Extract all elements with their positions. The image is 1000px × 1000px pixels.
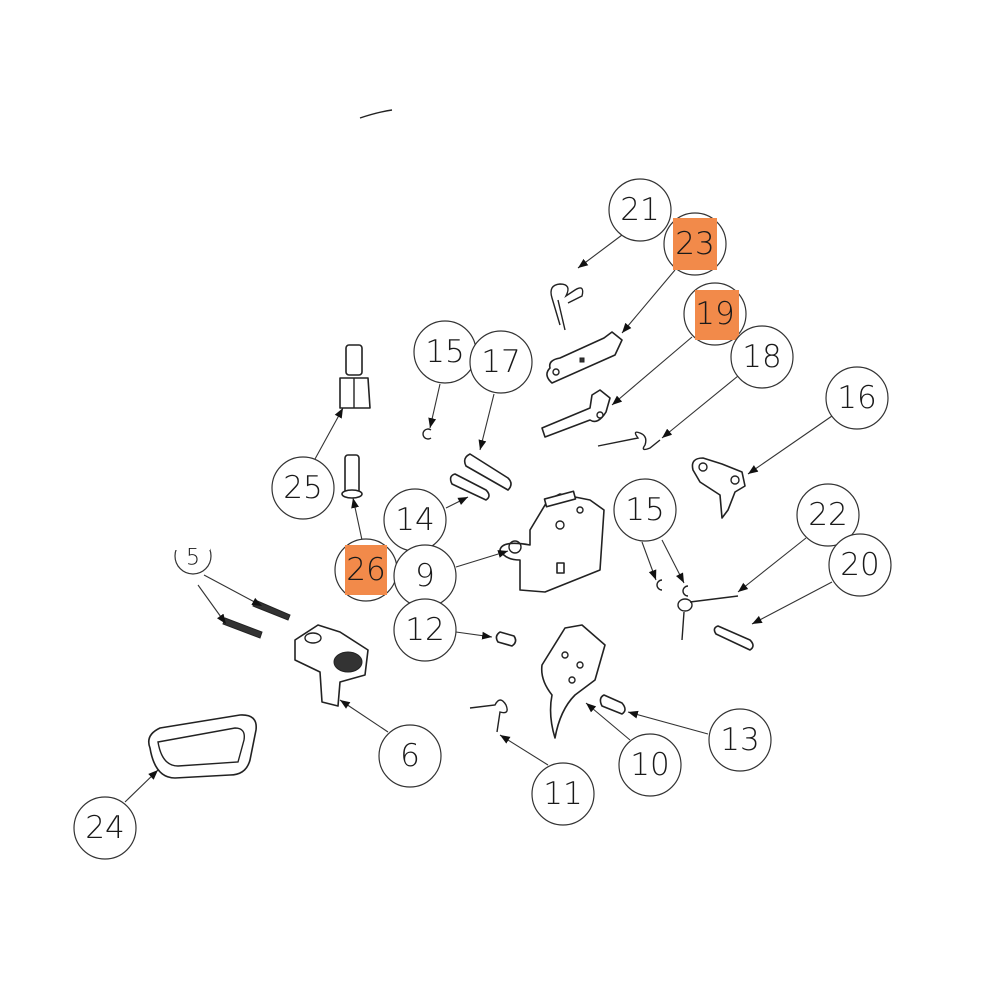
part-21-clip-spring (550, 283, 584, 331)
callout-26-highlighted: 26 (334, 538, 398, 602)
callout-label: 16 (837, 380, 876, 416)
highlight-marker (345, 545, 387, 595)
part-5-springs (222, 599, 291, 639)
part-22-spring (677, 595, 739, 641)
callout-6: 6 (378, 724, 442, 788)
callout-label: 10 (630, 747, 669, 783)
part-18-spring (597, 431, 661, 451)
callout-label: 26 (346, 552, 385, 588)
callout-10: 10 (618, 733, 682, 797)
callout-label: 18 (742, 339, 781, 375)
part-6-block (294, 624, 369, 707)
part-9-trigger-housing (499, 490, 605, 593)
callout-13: 13 (708, 708, 772, 772)
part-15-e-clips-pair (656, 579, 689, 597)
callout-11: 11 (531, 762, 595, 826)
callout-16: 16 (825, 366, 889, 430)
part-25-bushing (339, 344, 371, 409)
part-17-pin (463, 453, 512, 491)
callout-label: 21 (620, 192, 659, 228)
callout-18: 18 (730, 325, 794, 389)
part-23-lever (546, 331, 623, 384)
part-16-disconnector (691, 457, 746, 519)
callout-label: 14 (395, 502, 434, 538)
part-15-e-clip (422, 428, 432, 440)
callout-label: 9 (415, 558, 435, 594)
callout-22: 22 (796, 483, 860, 547)
callout-24: 24 (73, 796, 137, 860)
callout-label: 20 (840, 547, 879, 583)
callout-label: 12 (405, 612, 444, 648)
callout-label: 5 (186, 546, 200, 571)
part-11-spring (469, 699, 508, 733)
callout-25: 25 (271, 456, 335, 520)
callout-label: 15 (425, 334, 464, 370)
callout-label: 15 (625, 492, 664, 528)
callout-19-highlighted: 19 (683, 282, 747, 346)
highlight-marker (673, 218, 717, 270)
part-10-trigger (540, 624, 606, 739)
part-14-pin (449, 473, 490, 501)
part-19-sear (541, 389, 611, 438)
callout-label: 17 (481, 344, 520, 380)
callout-15-right: 15 (613, 478, 677, 542)
part-13-pin (599, 694, 626, 715)
leader-lines (124, 231, 833, 803)
callout-label: 25 (283, 470, 322, 506)
callout-20: 20 (828, 533, 892, 597)
callout-21: 21 (608, 178, 672, 242)
callout-23-highlighted: 23 (663, 212, 727, 276)
part-24-magwell (147, 714, 257, 779)
callout-label: 11 (543, 776, 582, 812)
callout-12: 12 (393, 598, 457, 662)
callout-9: 9 (393, 544, 457, 608)
callout-14: 14 (383, 488, 447, 552)
callout-label: 13 (720, 722, 759, 758)
part-12-pin (495, 631, 517, 647)
callout-label: 24 (85, 810, 124, 846)
part-20-pin (713, 625, 754, 651)
callout-5-partial: 5 (170, 530, 212, 575)
callout-label: 22 (808, 497, 847, 533)
callout-label: 19 (695, 296, 734, 332)
callout-label: 23 (675, 226, 714, 262)
callout-17: 17 (469, 330, 533, 394)
part-26-pin (341, 454, 363, 499)
callout-label: 6 (400, 738, 420, 774)
callout-15-top: 15 (413, 320, 477, 384)
cropped-part-fragment (359, 109, 393, 119)
highlight-marker (695, 290, 739, 340)
